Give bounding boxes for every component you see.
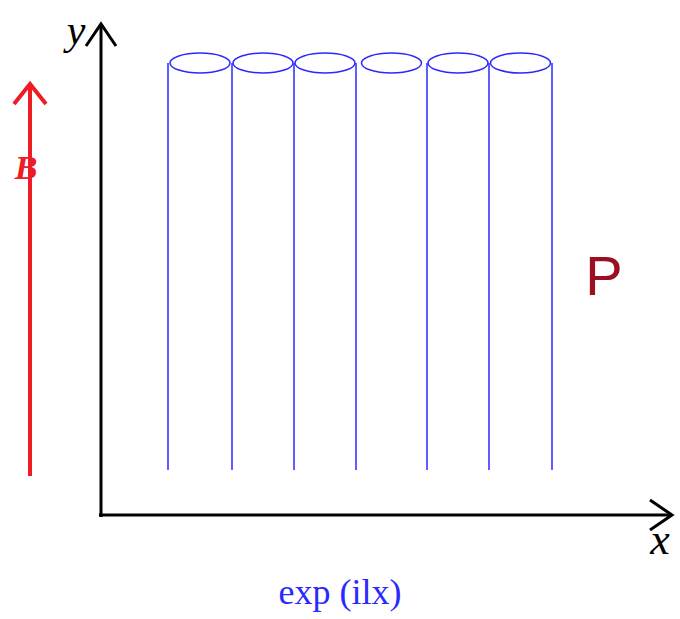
region-label: P — [585, 248, 622, 304]
tube-wall — [355, 63, 357, 470]
y-axis — [100, 24, 103, 517]
tube-wall — [488, 63, 490, 470]
tube-wall — [167, 63, 169, 470]
field-label: B — [15, 151, 38, 185]
tube-top — [233, 53, 293, 73]
tube-top — [491, 53, 551, 73]
tube-wall — [551, 63, 553, 470]
tube-wall — [231, 63, 233, 470]
axis-label: x — [650, 518, 670, 562]
tube-top — [170, 53, 230, 73]
flux-tubes — [168, 53, 552, 470]
field-arrow — [14, 84, 46, 476]
field-head — [14, 84, 46, 104]
axes — [86, 24, 672, 530]
axis-label: y — [67, 9, 86, 51]
wave-label: exp (ilx) — [279, 574, 402, 610]
tube-top — [295, 53, 355, 73]
tube-wall — [426, 63, 428, 470]
tube-top — [428, 53, 488, 73]
tube-top — [362, 53, 422, 73]
field-shaft — [28, 84, 32, 476]
x-axis — [99, 514, 672, 517]
y-axis-head — [86, 24, 116, 46]
tube-wall — [293, 63, 295, 470]
